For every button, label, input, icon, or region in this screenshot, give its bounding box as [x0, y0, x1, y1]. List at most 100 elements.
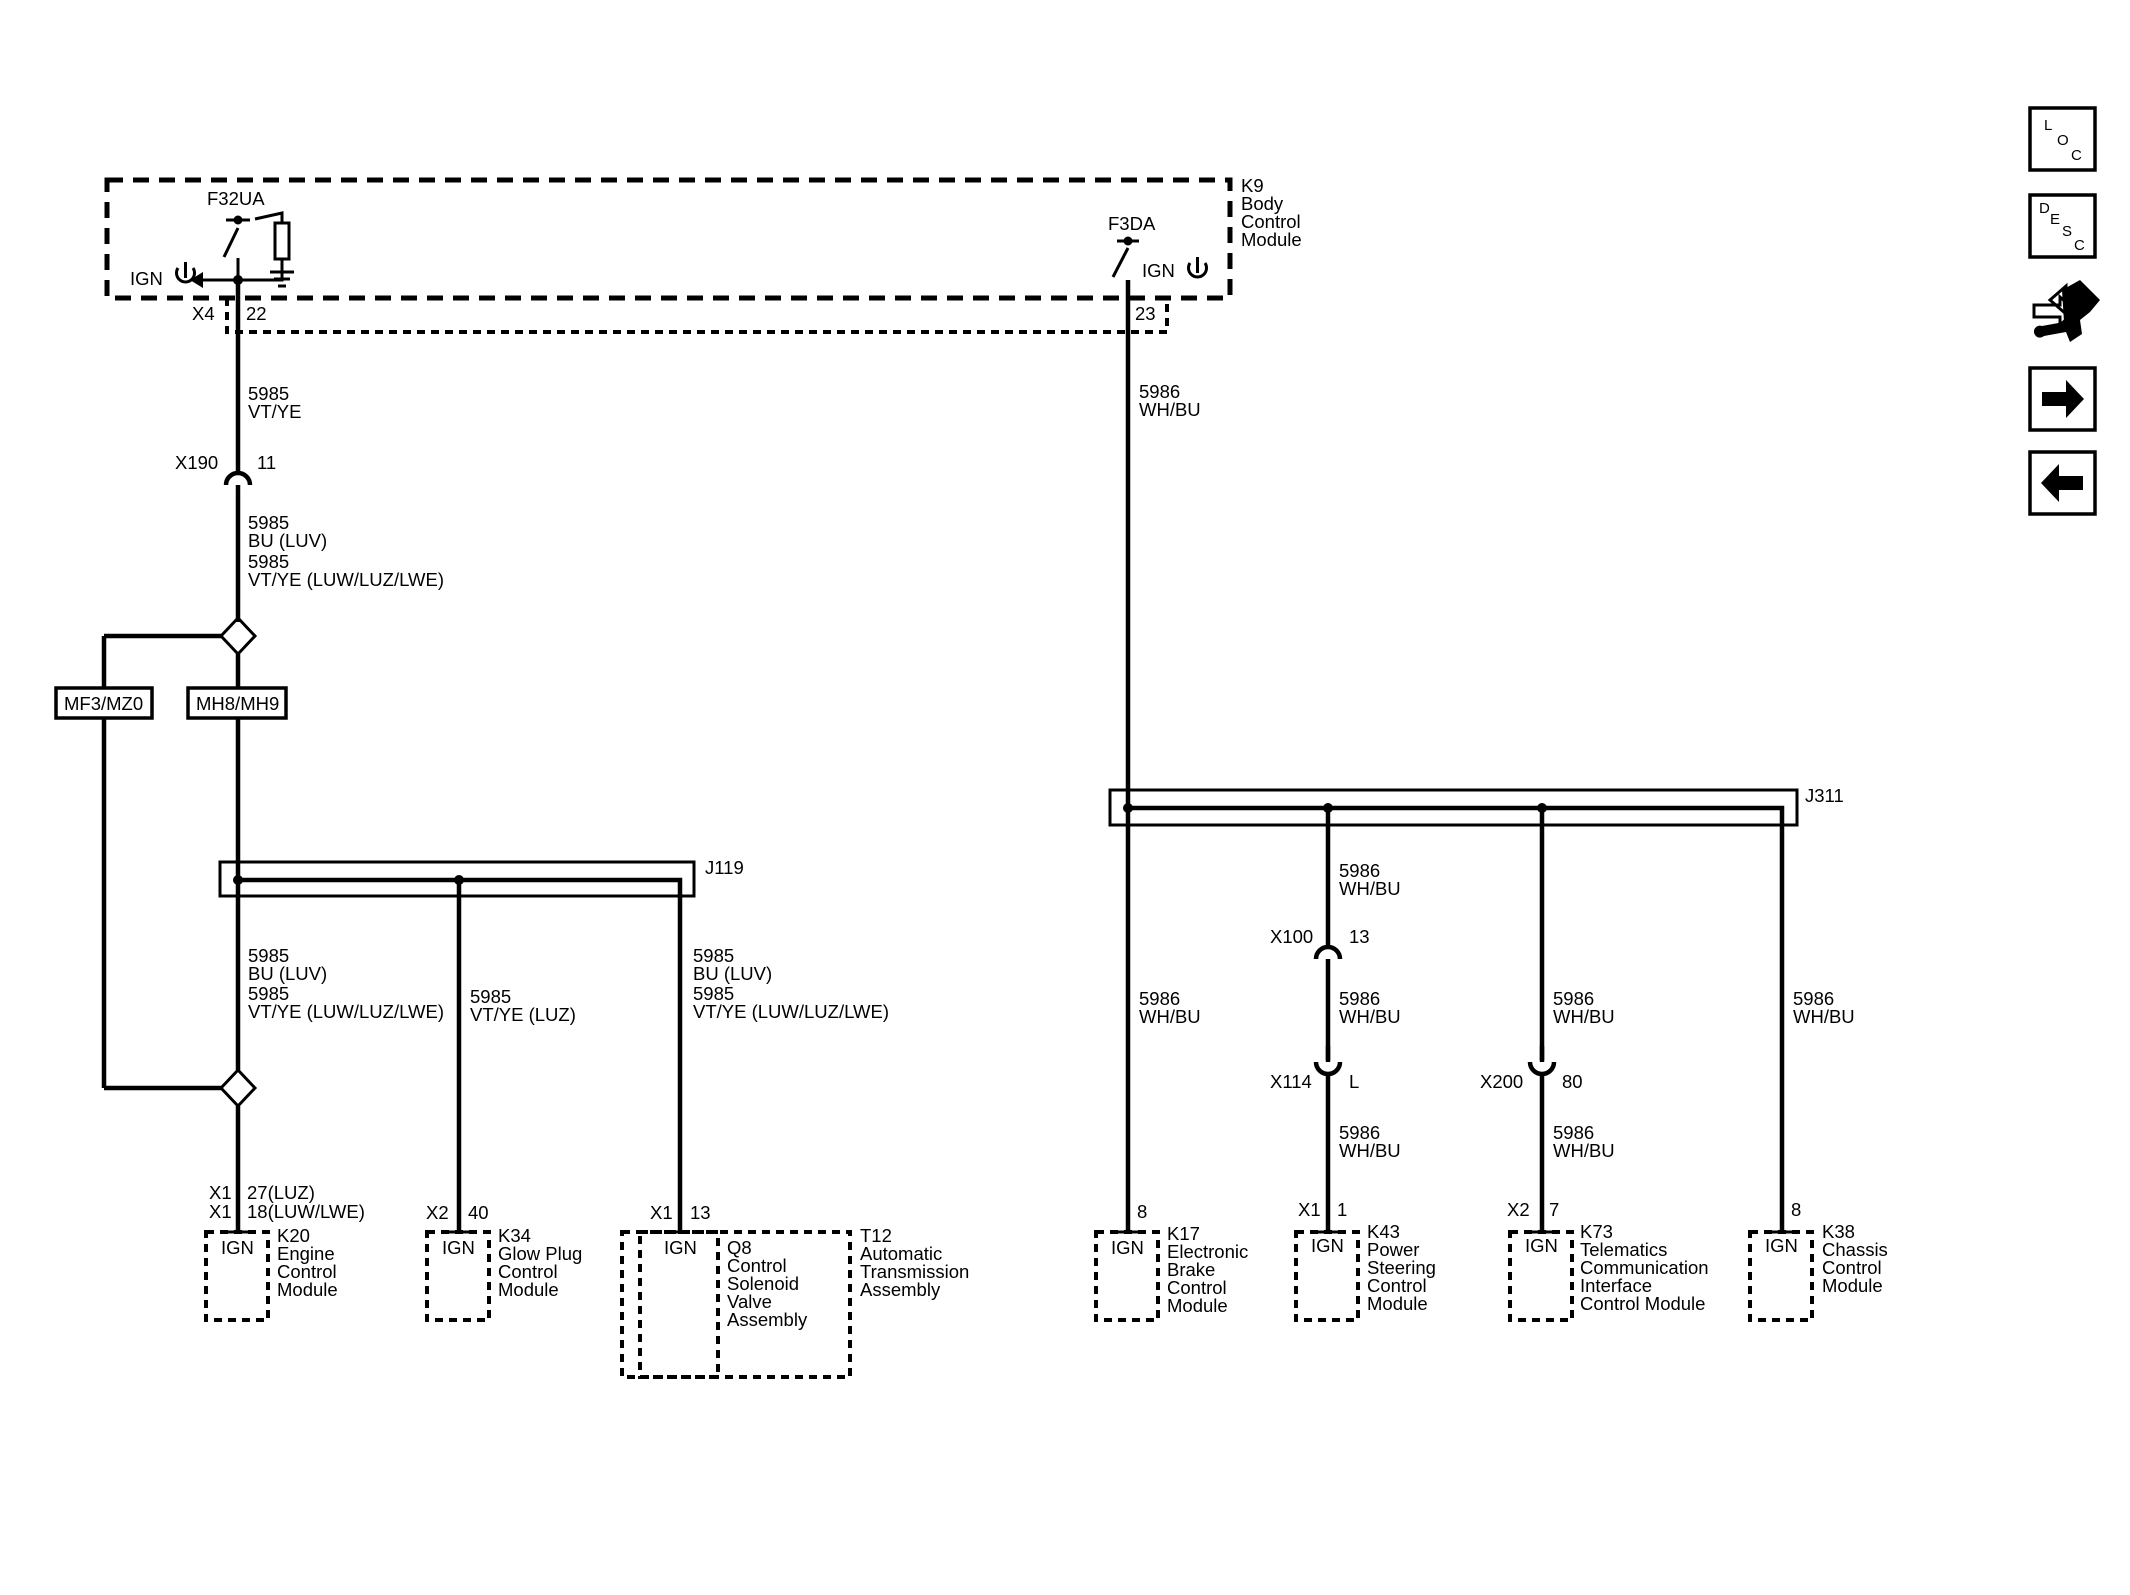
- diagram-label: WH/BU: [1793, 1006, 1855, 1027]
- diagram-label: 5985: [248, 512, 289, 533]
- diagram-label: Module: [1241, 229, 1302, 250]
- loc-button[interactable]: L O C: [2028, 106, 2097, 172]
- diagram-label: X114: [1270, 1071, 1312, 1092]
- diagram-label: Power: [1367, 1239, 1419, 1260]
- diagram-label: 5985: [693, 945, 734, 966]
- diagram-label: VT/YE: [248, 401, 301, 422]
- diagram-label: Transmission: [860, 1261, 969, 1282]
- diagram-label: 5986: [1553, 988, 1594, 1009]
- x190-connector: X190 11: [175, 452, 276, 498]
- diagram-label: 22: [246, 303, 267, 324]
- diagram-label: Solenoid: [727, 1273, 799, 1294]
- t12-automatic-transmission-assembly: X1 13 IGN Q8 Control Solenoid Valve Asse…: [620, 1202, 969, 1379]
- diagram-label: WH/BU: [1553, 1140, 1615, 1161]
- circuit-5986: 23 5986 WH/BU J311 5986 WH/BU X100 13 59…: [1108, 280, 1855, 1232]
- diagram-label: Module: [498, 1279, 559, 1300]
- arrow-right-icon: [2042, 380, 2084, 418]
- diagram-label: 1: [1337, 1199, 1347, 1220]
- diagram-label: IGN: [1525, 1235, 1558, 1256]
- diagram-label: X4: [192, 303, 215, 324]
- diagram-label: K43: [1367, 1221, 1400, 1242]
- k20-engine-control-module: X1 27(LUZ) X1 18(LUW/LWE) IGN K20 Engine…: [204, 1182, 365, 1322]
- service-wrench-icon[interactable]: [2032, 280, 2100, 342]
- diagram-label: Control: [498, 1261, 558, 1282]
- diagram-label: 5985: [693, 983, 734, 1004]
- diagram-label: 5986: [1793, 988, 1834, 1009]
- diagram-label: BU (LUV): [693, 963, 772, 984]
- diagram-label: Communication: [1580, 1257, 1709, 1278]
- k38-chassis-control-module: 8 IGN K38 Chassis Control Module: [1748, 1199, 1888, 1322]
- diagram-label: X1: [650, 1202, 673, 1223]
- diagram-label: C: [2074, 237, 2085, 254]
- next-arrow-button[interactable]: [2028, 366, 2097, 432]
- option-mf3-mz0: MF3/MZ0: [54, 686, 154, 720]
- j311-splice: J311: [1108, 785, 1844, 1232]
- diagram-label: BU (LUV): [248, 530, 327, 551]
- diagram-label: K20: [277, 1225, 310, 1246]
- x100-connector: X100 13: [1270, 926, 1370, 973]
- diagram-label: Module: [1167, 1295, 1228, 1316]
- diagram-label: Steering: [1367, 1257, 1436, 1278]
- diagram-label: Automatic: [860, 1243, 942, 1264]
- diagram-label: Control: [1367, 1275, 1427, 1296]
- diagram-label: Valve: [727, 1291, 772, 1312]
- diagram-label: IGN: [1111, 1237, 1144, 1258]
- diagram-label: WH/BU: [1339, 878, 1401, 899]
- diagram-label: K34: [498, 1225, 531, 1246]
- f3da-fuse: F3DA IGN: [1108, 213, 1208, 281]
- diagram-label: IGN: [442, 1237, 475, 1258]
- diagram-label: VT/YE (LUZ): [470, 1004, 576, 1025]
- diagram-label: X1: [1298, 1199, 1321, 1220]
- diagram-label: Interface: [1580, 1275, 1652, 1296]
- k9-body-control-module: K9 Body Control Module: [104, 175, 1302, 334]
- diagram-label: X200: [1480, 1071, 1523, 1092]
- diagram-label: BU (LUV): [248, 963, 327, 984]
- diagram-label: WH/BU: [1139, 1006, 1201, 1027]
- diagram-label: 7: [1549, 1199, 1559, 1220]
- diagram-label: WH/BU: [1339, 1140, 1401, 1161]
- diagram-label: Engine: [277, 1243, 335, 1264]
- diagram-label: IGN: [1142, 260, 1175, 281]
- diagram-label: Chassis: [1822, 1239, 1888, 1260]
- diagram-label: Assembly: [860, 1279, 941, 1300]
- diagram-label: 18(LUW/LWE): [247, 1201, 365, 1222]
- diagram-label: 40: [468, 1202, 489, 1223]
- previous-arrow-button[interactable]: [2028, 450, 2097, 516]
- option-merge-diamond: [218, 1067, 258, 1109]
- option-branch-diamond: [218, 615, 258, 657]
- diagram-label: 23: [1135, 303, 1156, 324]
- diagram-label: C: [2071, 147, 2082, 164]
- diagram-label: 8: [1137, 1201, 1147, 1222]
- diagram-label: 5986: [1339, 988, 1380, 1009]
- diagram-label: Body: [1241, 193, 1284, 214]
- k34-glow-plug-control-module: X2 40 IGN K34 Glow Plug Control Module: [425, 1202, 582, 1322]
- diagram-label: F32UA: [207, 188, 265, 209]
- diagram-label: X2: [1507, 1199, 1530, 1220]
- diagram-label: IGN: [1765, 1235, 1798, 1256]
- diagram-label: 5985: [248, 945, 289, 966]
- diagram-label: MF3/MZ0: [64, 693, 143, 714]
- diagram-label: X1: [209, 1201, 232, 1222]
- diagram-label: IGN: [130, 268, 163, 289]
- diagram-label: 5985: [248, 983, 289, 1004]
- diagram-label: L: [2044, 117, 2052, 134]
- j119-splice: J119: [218, 857, 744, 1232]
- q8-control-solenoid-valve-assembly: IGN Q8 Control Solenoid Valve Assembly: [638, 1230, 808, 1379]
- desc-button[interactable]: D E S C: [2028, 193, 2097, 259]
- circuit-5985: X4 22 5985 VT/YE X190 11 5985 BU (LUV) 5…: [54, 280, 889, 1232]
- k17-electronic-brake-control-module: 8 IGN K17 Electronic Brake Control Modul…: [1094, 1201, 1248, 1322]
- diagram-label: 5985: [248, 551, 289, 572]
- x114-connector: X114 L: [1270, 1046, 1359, 1092]
- diagram-label: J119: [705, 857, 744, 878]
- arrow-left-icon: [2041, 464, 2083, 502]
- diagram-label: Module: [277, 1279, 338, 1300]
- power-icon: [175, 262, 196, 284]
- diagram-label: 5986: [1139, 988, 1180, 1009]
- diagram-label: IGN: [664, 1237, 697, 1258]
- diagram-label: 80: [1562, 1071, 1583, 1092]
- f32ua-fuse: F32UA IGN: [130, 188, 294, 289]
- diagram-label: J311: [1805, 785, 1844, 806]
- diagram-label: D: [2039, 200, 2050, 217]
- diagram-label: Control: [277, 1261, 337, 1282]
